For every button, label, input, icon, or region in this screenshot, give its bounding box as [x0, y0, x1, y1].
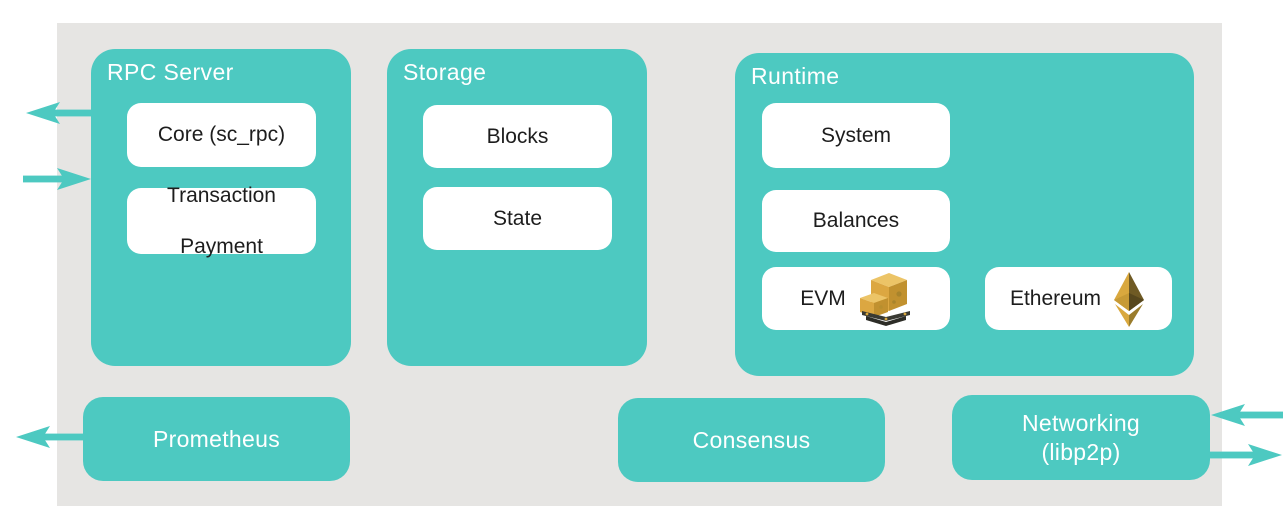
transaction-payment-line-1: Transaction: [167, 184, 276, 208]
node-label-consensus: Consensus: [692, 426, 811, 453]
module-label-balances: Balances: [812, 209, 900, 233]
node-consensus: Consensus: [618, 398, 885, 482]
arrow-networking-outbound-right: [1210, 441, 1283, 469]
module-label-blocks: Blocks: [486, 124, 549, 148]
module-ethereum: Ethereum: [985, 267, 1172, 330]
panel-rpc-server: RPC Server Core (sc_rpc) Transaction Pay…: [91, 49, 351, 366]
module-label-ethereum: Ethereum: [1009, 286, 1102, 310]
arrow-rpc-outbound-left: [25, 99, 92, 127]
module-label-core-sc-rpc: Core (sc_rpc): [157, 123, 286, 147]
panel-title-runtime: Runtime: [751, 63, 840, 89]
module-state: State: [423, 187, 612, 250]
node-prometheus: Prometheus: [83, 397, 350, 481]
module-system: System: [762, 103, 950, 168]
module-core-sc-rpc: Core (sc_rpc): [127, 103, 316, 167]
ethereum-logo-icon: [1111, 271, 1147, 327]
panel-storage: Storage Blocks State: [387, 49, 647, 366]
panel-title-storage: Storage: [403, 59, 487, 85]
module-label-evm: EVM: [800, 286, 846, 310]
module-label-transaction-payment: Transaction Payment: [167, 158, 276, 284]
node-networking: Networking (libp2p): [952, 395, 1210, 480]
panel-runtime: Runtime System Balances EVM: [735, 53, 1194, 376]
node-label-prometheus: Prometheus: [152, 425, 280, 452]
arrow-rpc-inbound-right: [23, 165, 92, 193]
arrow-prometheus-outbound-left: [15, 423, 84, 451]
arrow-networking-inbound-left: [1210, 401, 1283, 429]
transaction-payment-line-2: Payment: [180, 234, 263, 258]
pallet-icon: [859, 271, 912, 327]
node-label-networking-line-2: (libp2p): [1041, 438, 1121, 465]
module-evm: EVM: [762, 267, 950, 330]
panel-title-rpc-server: RPC Server: [107, 59, 234, 85]
node-label-networking-line-1: Networking: [1021, 409, 1141, 436]
module-blocks: Blocks: [423, 105, 612, 168]
module-label-system: System: [820, 123, 891, 147]
module-balances: Balances: [762, 190, 950, 252]
module-transaction-payment: Transaction Payment: [127, 184, 316, 258]
module-label-state: State: [492, 206, 543, 230]
